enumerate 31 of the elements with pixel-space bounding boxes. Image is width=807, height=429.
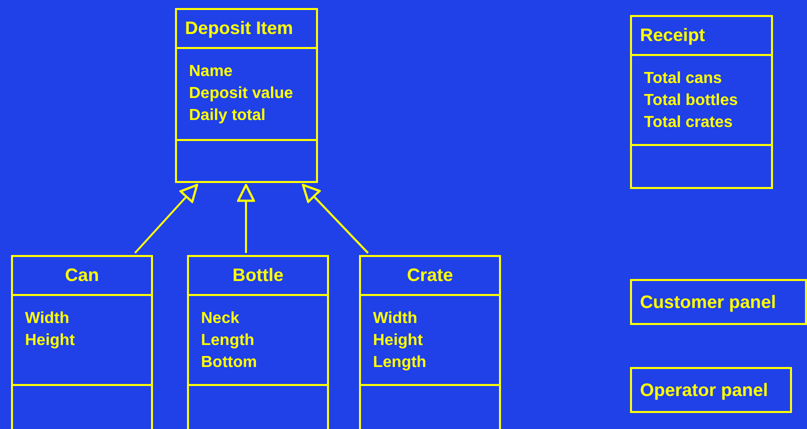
attribute-name: Total cans <box>644 69 722 89</box>
panel-box <box>630 279 807 325</box>
class-name: Receipt <box>640 25 706 46</box>
attribute-name: Width <box>373 309 418 329</box>
class-box <box>359 255 501 429</box>
class-name: Crate <box>406 265 454 286</box>
panel-name: Customer panel <box>640 292 776 312</box>
class-box <box>175 8 318 183</box>
class-name: Can <box>64 265 99 286</box>
attribute-name: Neck <box>201 309 240 329</box>
attribute-name: Name <box>189 62 233 82</box>
attribute-name: Length <box>373 353 426 373</box>
attribute-name: Width <box>25 309 70 329</box>
class-name: Bottle <box>232 265 284 286</box>
attribute-name: Length <box>201 331 254 351</box>
attribute-name: Deposit value <box>189 84 294 104</box>
attribute-name: Height <box>373 331 423 351</box>
panel-box <box>630 367 792 413</box>
class-box <box>11 255 153 429</box>
class-box <box>187 255 329 429</box>
class-box <box>630 15 773 189</box>
attribute-name: Height <box>25 331 75 351</box>
class-name: Deposit Item <box>185 18 294 39</box>
attribute-name: Total bottles <box>644 91 738 111</box>
inheritance-arrow <box>134 184 198 254</box>
inheritance-arrow <box>302 184 369 254</box>
attribute-name: Daily total <box>189 106 266 126</box>
attribute-name: Bottom <box>201 353 257 373</box>
inheritance-arrow <box>237 184 255 253</box>
panel-name: Operator panel <box>640 380 768 400</box>
attribute-name: Total crates <box>644 113 733 133</box>
